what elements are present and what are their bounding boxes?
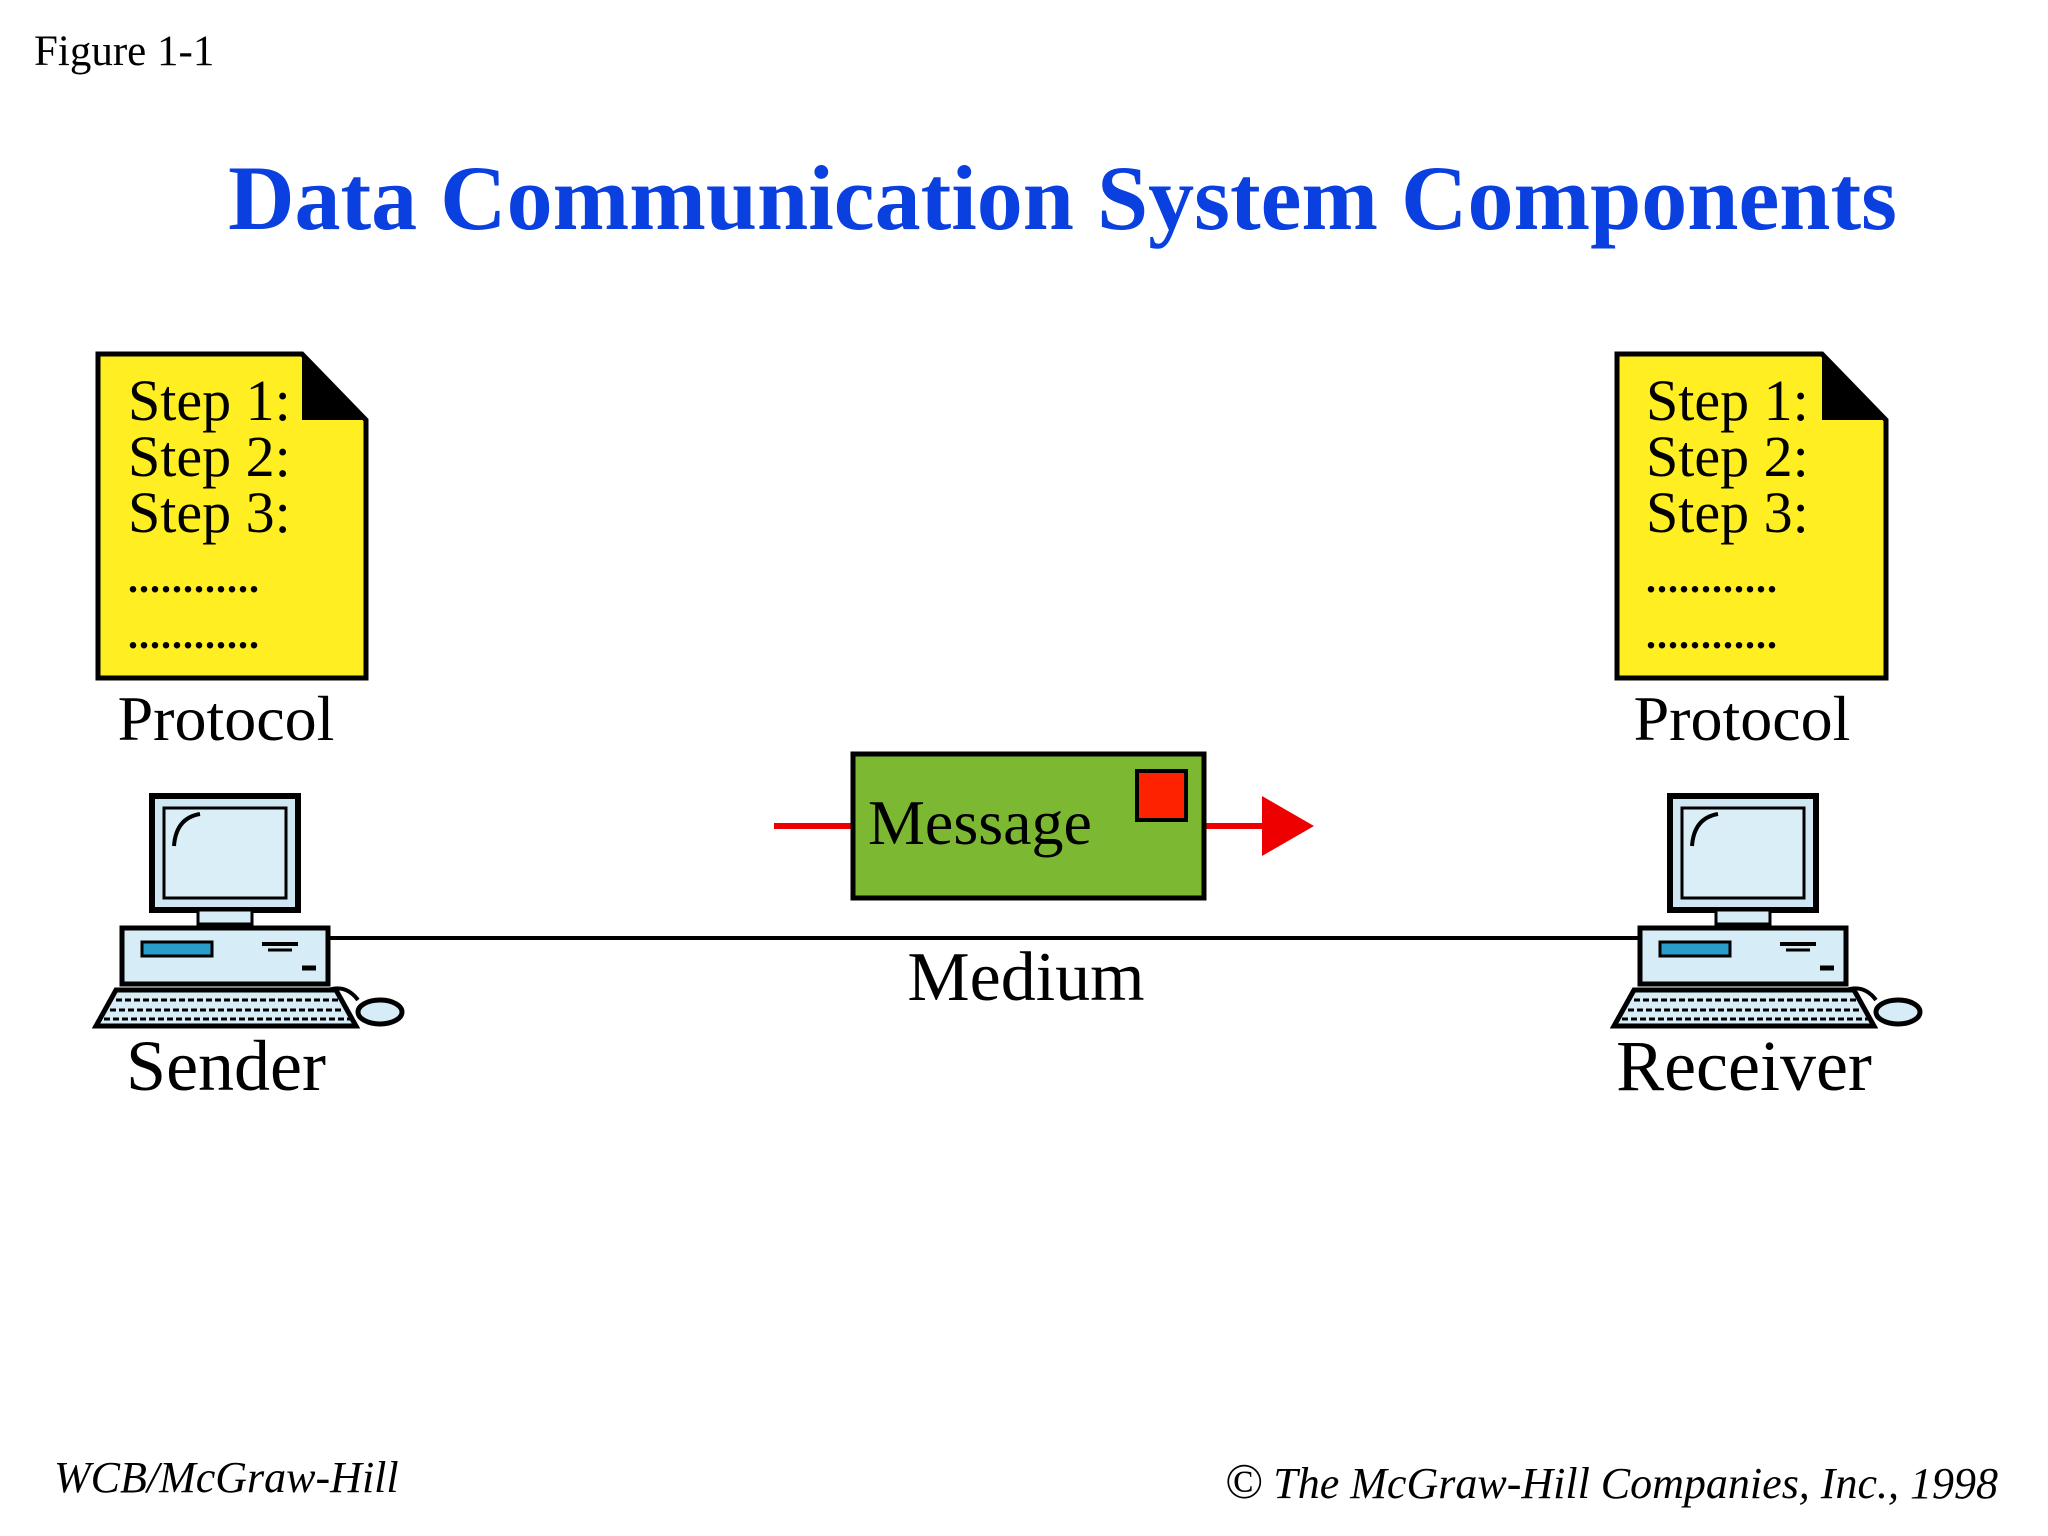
- receiver-protocol-step-3: Step 3:: [1646, 480, 1809, 545]
- message-stamp: [1135, 769, 1188, 822]
- sender-protocol-dots-2: ............: [128, 612, 260, 657]
- receiver-protocol-dots-1: ............: [1646, 556, 1778, 601]
- receiver-protocol-document: Step 1: Step 2: Step 3: ............ ...…: [1614, 351, 1889, 681]
- footer-publisher: WCB/McGraw-Hill: [54, 1453, 399, 1502]
- receiver-protocol-step-1: Step 1:: [1646, 368, 1809, 433]
- sender-label: Sender: [126, 1026, 326, 1106]
- sender-protocol-document: Step 1: Step 2: Step 3: ............ ...…: [95, 351, 369, 681]
- message-envelope: Message: [850, 751, 1207, 901]
- sender-protocol-step-1: Step 1:: [128, 368, 291, 433]
- medium-label: Medium: [907, 939, 1144, 1016]
- receiver-protocol-label: Protocol: [1634, 683, 1851, 754]
- sender-computer-icon: [91, 793, 405, 1029]
- sender-protocol-label: Protocol: [118, 683, 335, 754]
- sender-protocol-step-2: Step 2:: [128, 424, 291, 489]
- footer-copyright: ©The McGraw-Hill Companies, Inc., 1998: [1225, 1456, 1998, 1506]
- figure-label: Figure 1-1: [34, 28, 215, 75]
- receiver-computer-icon: [1609, 793, 1923, 1029]
- sender-protocol-dots-1: ............: [128, 556, 260, 601]
- receiver-protocol-dots-2: ............: [1646, 612, 1778, 657]
- receiver-protocol-step-2: Step 2:: [1646, 424, 1809, 489]
- message-arrow-head: [1262, 796, 1314, 856]
- copyright-icon: ©: [1225, 1453, 1264, 1509]
- copyright-text: The McGraw-Hill Companies, Inc., 1998: [1273, 1459, 1998, 1508]
- message-label: Message: [868, 787, 1092, 858]
- receiver-label: Receiver: [1616, 1026, 1872, 1106]
- sender-protocol-step-3: Step 3:: [128, 480, 291, 545]
- page-title: Data Communication System Components: [228, 147, 1897, 249]
